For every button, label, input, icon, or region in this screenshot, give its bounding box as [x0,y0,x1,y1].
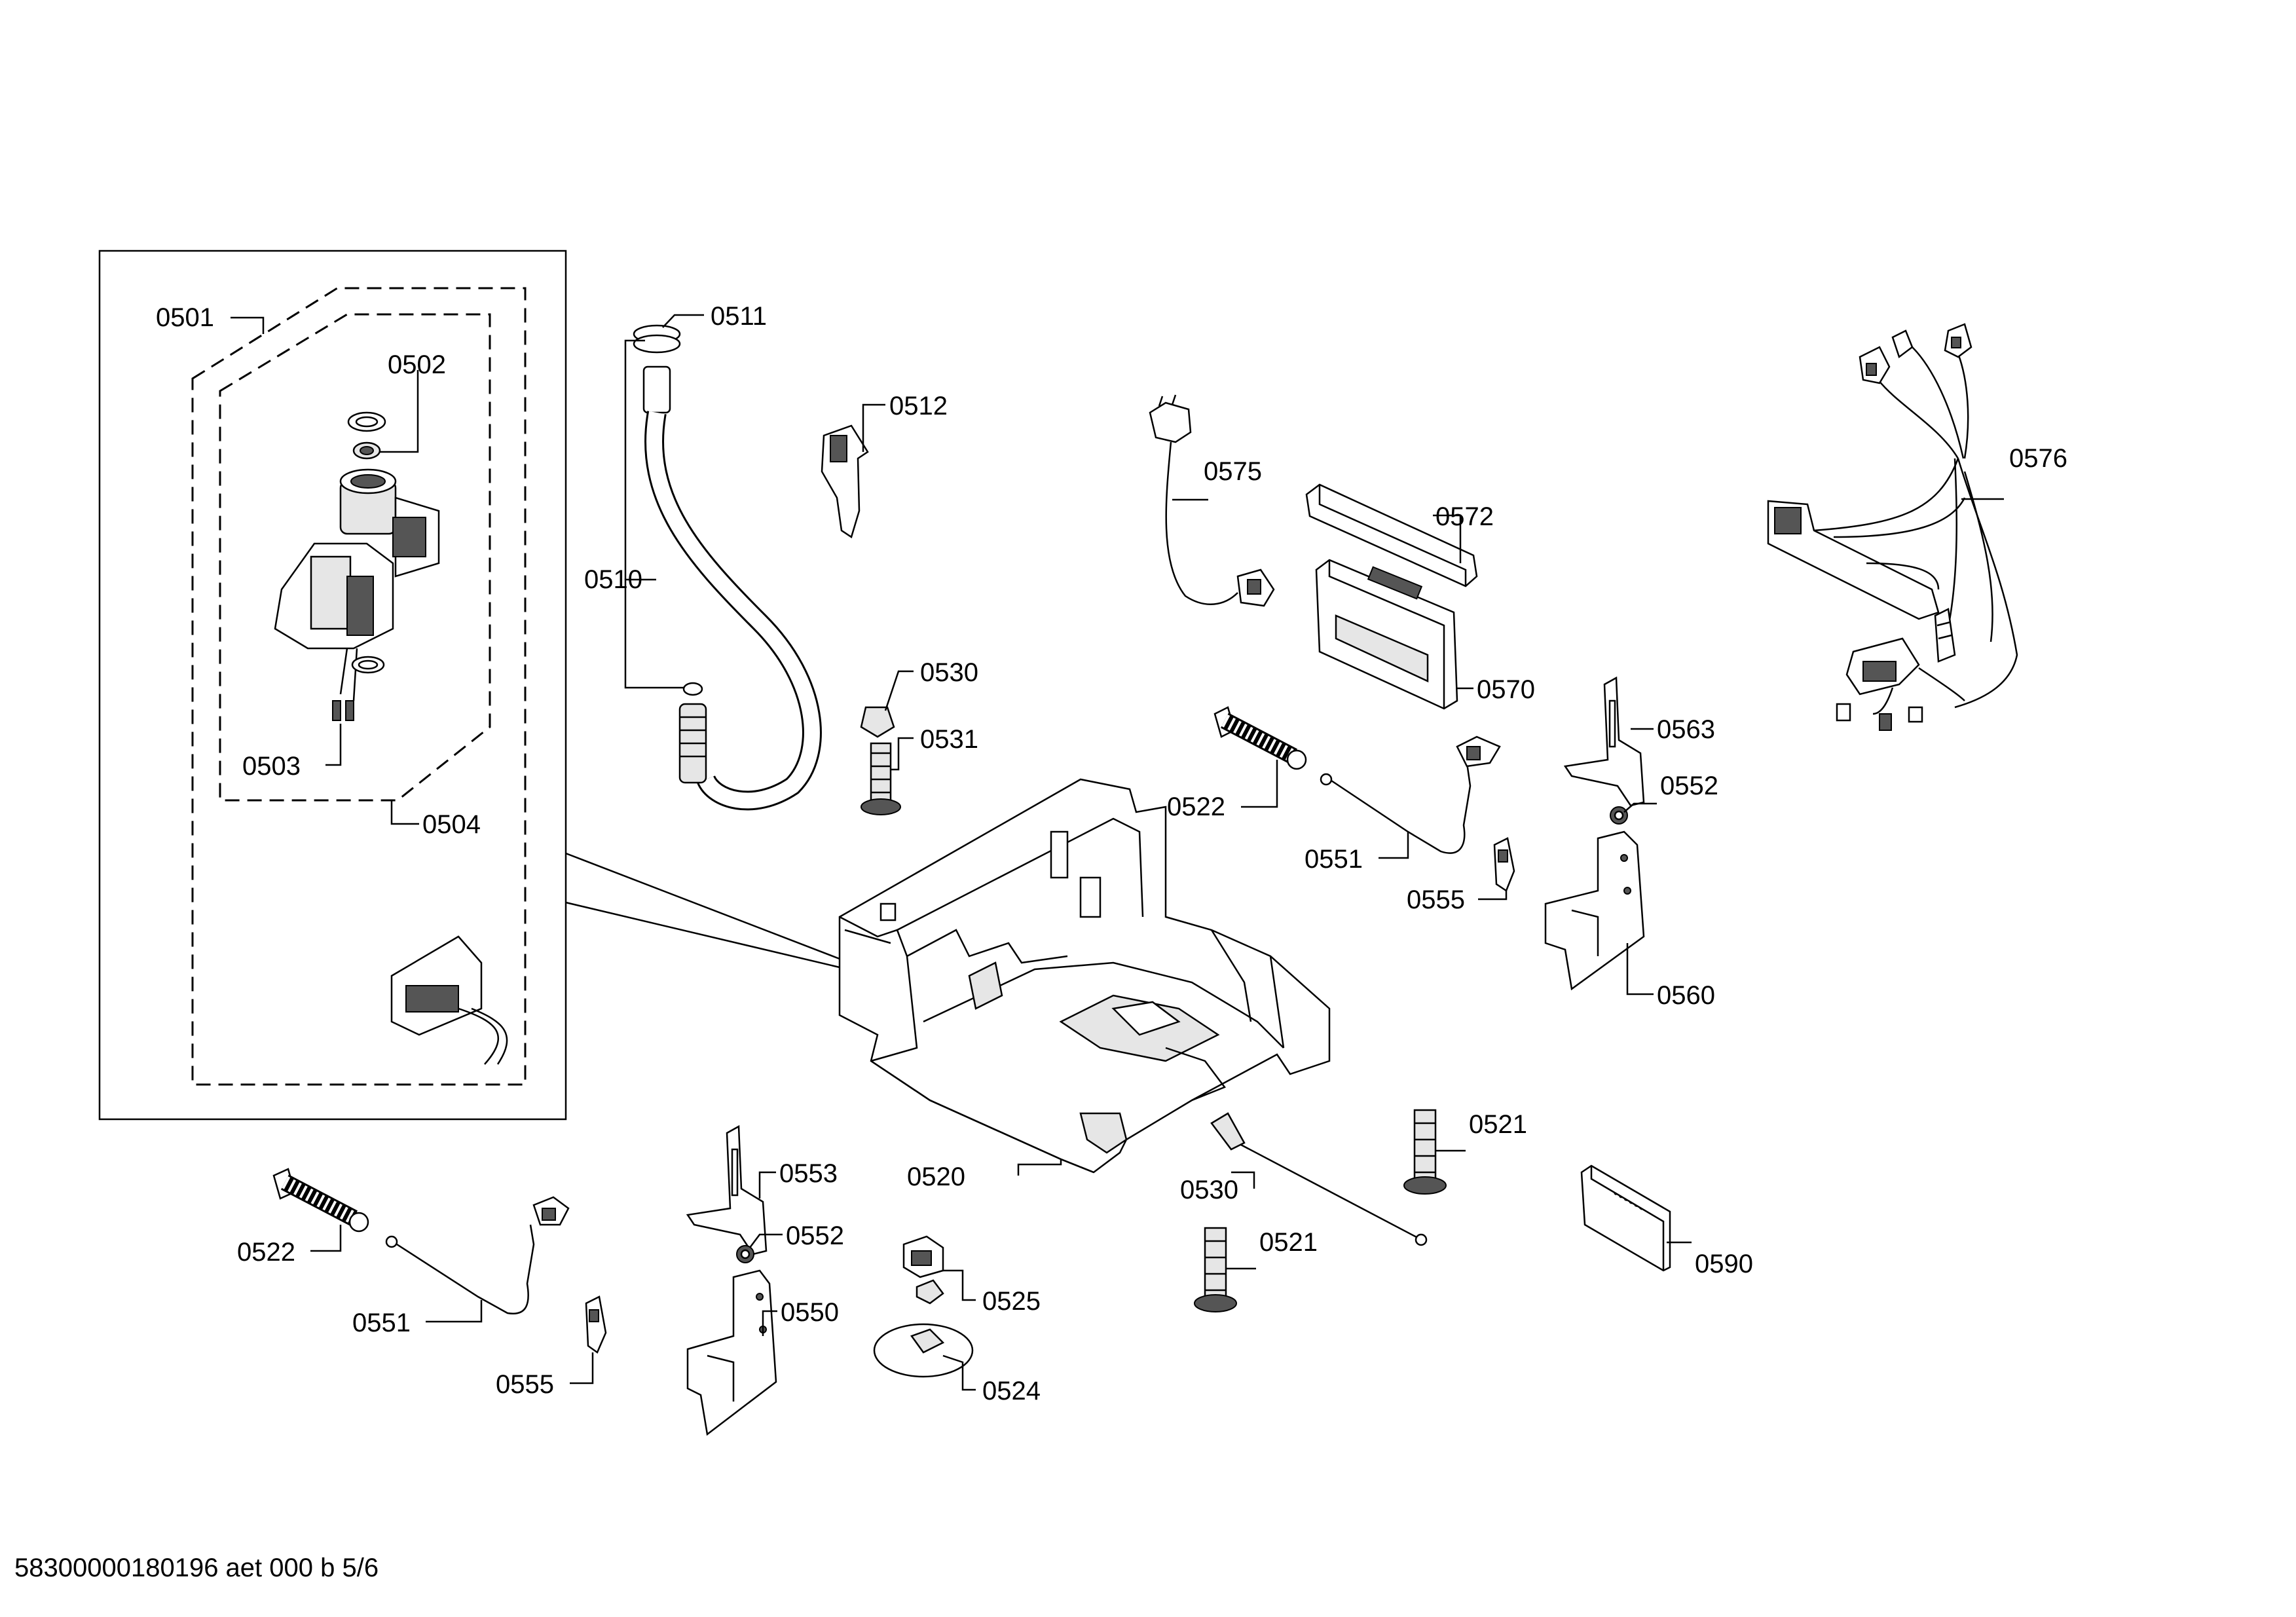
seal-ring-0502 [347,411,386,460]
callout-0503: 0503 [242,752,301,781]
cable-0551-left [385,1196,570,1315]
foot-0521-lower [1194,1227,1237,1312]
callout-0525: 0525 [982,1287,1041,1316]
clip-0512 [821,424,869,538]
callout-0551-left: 0551 [352,1309,411,1337]
hinge-plate-0560 [1544,830,1645,991]
callout-0511: 0511 [711,302,767,331]
callout-0576: 0576 [2009,444,2067,473]
callout-labels: 0501 0502 0503 0504 0510 0511 0512 0530 … [156,302,2067,1405]
callout-0555-right: 0555 [1407,885,1465,914]
switch-0525 [902,1235,944,1305]
bush-0552-left [736,1245,754,1263]
electronic-module-0570 [1315,559,1458,710]
connector-0503 [332,700,354,721]
detail-inset [98,250,840,1121]
callout-0522-right: 0522 [1167,792,1225,821]
callout-0522-left: 0522 [237,1238,295,1267]
drain-hose-0510 [642,365,822,811]
callout-0552-left: 0552 [786,1221,844,1250]
foot-0521-upper [1403,1109,1447,1195]
bush-0552-right [1610,806,1628,825]
hinge-plate-0550 [686,1269,777,1436]
panel-0590 [1580,1164,1671,1272]
callout-0572: 0572 [1435,502,1494,531]
callout-0575: 0575 [1204,457,1262,486]
mains-cable-0575 [1149,394,1275,607]
trim-strip-0572 [1305,483,1478,587]
callout-0560: 0560 [1657,981,1715,1010]
callout-0563: 0563 [1657,715,1715,744]
hose-0504 [335,828,508,1065]
hinge-0563 [1563,676,1645,807]
wire-harness-0576 [1767,323,2018,731]
callout-0504: 0504 [422,810,481,839]
callout-0524: 0524 [982,1377,1041,1405]
callout-0520: 0520 [907,1162,965,1191]
leader-lines [231,314,2004,1391]
clip-0555-right [1493,837,1515,892]
document-id: 58300000180196 aet 000 b 5/6 [14,1553,379,1582]
callout-0512: 0512 [889,392,948,420]
callout-0521-lower: 0521 [1259,1228,1318,1257]
clamp-0511 [633,324,681,354]
callout-0555-left: 0555 [496,1370,554,1399]
spring-0522-right [1213,706,1307,770]
assembly-outline-0501 [191,287,527,1086]
callout-0570: 0570 [1477,675,1535,704]
callout-0530-lower: 0530 [1180,1176,1238,1204]
callout-0553: 0553 [779,1159,838,1188]
callout-0590: 0590 [1695,1250,1753,1278]
rod-0530 [1210,1112,1428,1246]
callout-0552-right: 0552 [1660,771,1718,800]
clip-0555-left [585,1295,607,1354]
callout-0510: 0510 [584,565,642,594]
callout-0521-upper: 0521 [1469,1110,1527,1139]
callout-0531: 0531 [920,725,978,754]
callout-0550: 0550 [781,1298,839,1327]
hinge-0553 [686,1124,768,1255]
base-tub-0520 [838,778,1331,1174]
foot-screw-0531 [861,742,901,815]
callout-0501: 0501 [156,303,214,332]
cable-0551-right [1320,735,1501,854]
callout-0551-right: 0551 [1305,845,1363,874]
callout-0502: 0502 [388,350,446,379]
cap-0530 [860,706,895,738]
inlet-valve-0501 [274,468,440,701]
callout-0530-upper: 0530 [920,658,978,687]
spring-0522-left [272,1168,369,1233]
float-disc-0524 [873,1323,974,1378]
assembly-outline-0504 [219,313,491,802]
